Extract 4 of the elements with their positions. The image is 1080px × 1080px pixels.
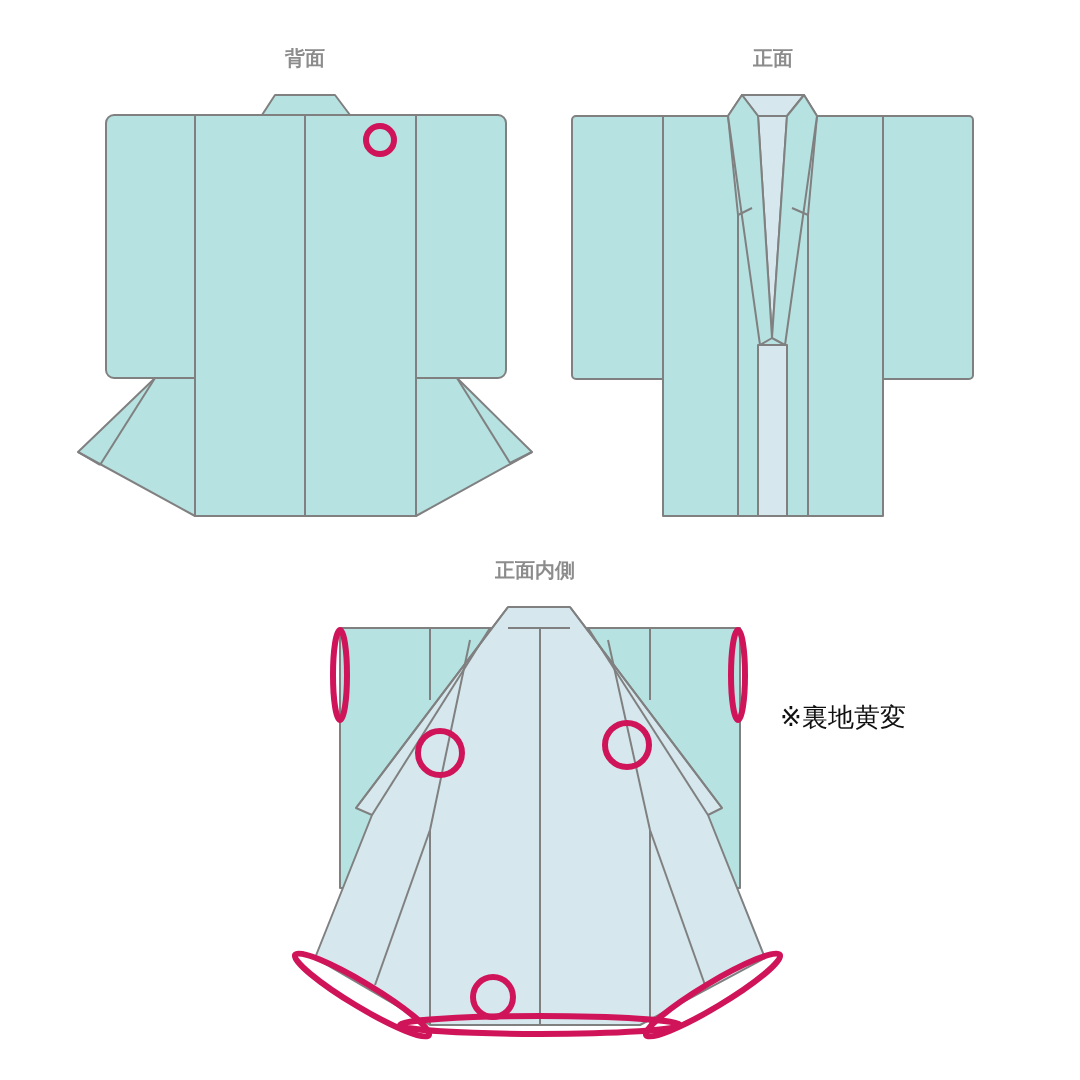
view-title: 正面内側 [495, 557, 575, 584]
view-title: 背面 [285, 45, 325, 72]
view-title: 正面 [752, 45, 793, 72]
note-text: ※裏地黄変 [780, 701, 906, 734]
